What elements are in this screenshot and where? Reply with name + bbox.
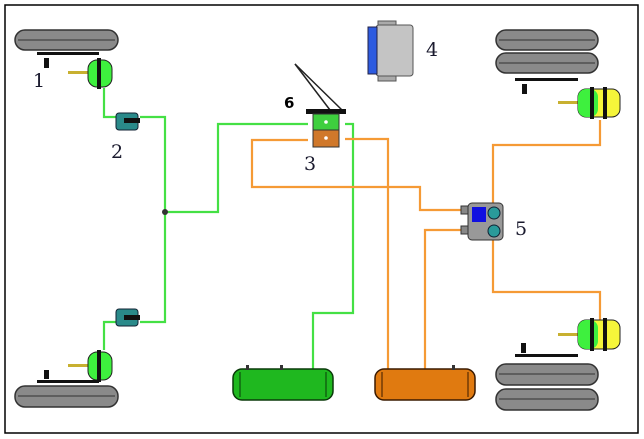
brake-chamber-front-left	[68, 58, 113, 89]
label-3: 3	[304, 153, 316, 175]
control-module-4	[367, 20, 414, 82]
label-5: 5	[515, 218, 527, 240]
label-2: 2	[111, 141, 123, 163]
wheel-rear-right	[495, 343, 599, 411]
wheel-front-right	[495, 29, 599, 94]
air-tank-green	[232, 365, 334, 401]
air-tank-orange	[374, 365, 476, 401]
wheel-rear-left	[14, 370, 119, 408]
label-1: 1	[33, 70, 45, 92]
relay-valve-5	[460, 202, 504, 241]
green-air-lines	[102, 88, 355, 370]
wheel-front-left	[14, 29, 119, 68]
brake-chamber-rear-left	[68, 350, 113, 382]
valve-2	[115, 112, 140, 131]
label-4: 4	[426, 39, 438, 61]
junction-tee	[162, 209, 168, 215]
orange-air-lines	[250, 120, 602, 370]
spring-brake-chamber-front-right	[558, 87, 621, 119]
valve-rear-left	[115, 308, 140, 327]
brake-valve-3	[294, 63, 346, 148]
label-6: 6	[284, 94, 294, 112]
spring-brake-chamber-rear-right	[558, 318, 621, 351]
